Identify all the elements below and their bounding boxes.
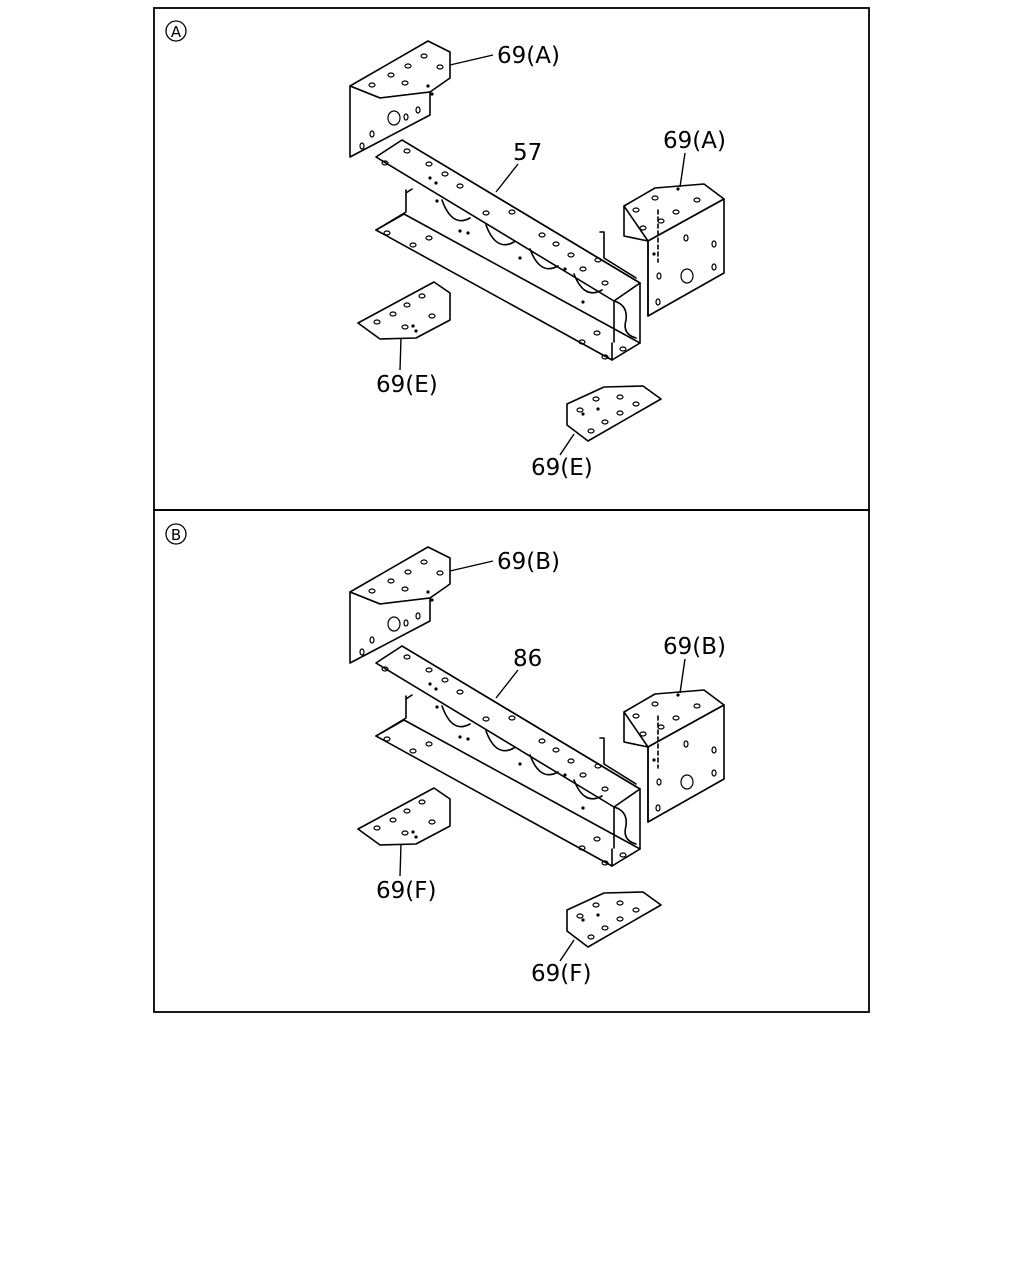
callout-right-plate: 69(E): [531, 455, 593, 481]
callout-top-left-bracket: 69(B): [497, 549, 560, 575]
callout-beam: 86: [513, 646, 542, 672]
callout-right-bracket: 69(B): [663, 634, 726, 660]
panel-a-marker: A: [165, 20, 187, 42]
panel-b: B 69(B) 86 69(B) 69(F) 69(F): [153, 509, 870, 1013]
callout-left-plate: 69(F): [376, 878, 436, 904]
panel-a: A 69(A) 57 69(A) 69(E) 69(E): [153, 7, 870, 511]
panel-b-frame: [153, 509, 870, 1013]
panel-a-frame: [153, 7, 870, 511]
panel-b-letter: B: [171, 526, 181, 544]
callout-left-plate: 69(E): [376, 372, 438, 398]
callout-top-left-bracket: 69(A): [497, 43, 560, 69]
callout-right-bracket: 69(A): [663, 128, 726, 154]
panel-b-marker: B: [165, 523, 187, 545]
callout-right-plate: 69(F): [531, 961, 591, 987]
circled-letter-a-icon: [165, 20, 187, 42]
circled-letter-b-icon: [165, 523, 187, 545]
panel-a-letter: A: [171, 23, 182, 41]
callout-beam: 57: [513, 140, 542, 166]
